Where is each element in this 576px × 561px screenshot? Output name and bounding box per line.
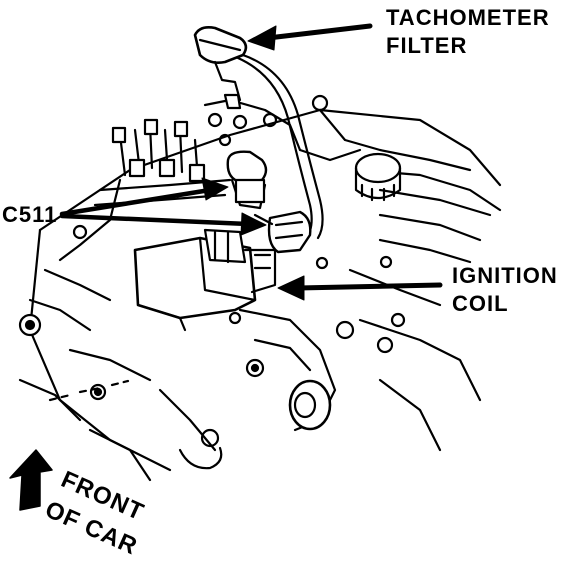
dashed-hose	[48, 379, 130, 402]
front-arrow-icon	[9, 449, 53, 511]
engine-block	[18, 108, 502, 482]
ignition-coil-label: IGNITION	[452, 263, 558, 288]
ignition-coil	[133, 228, 277, 332]
callout-arrows	[9, 23, 443, 511]
lower-bracket	[18, 224, 406, 470]
c511-label: C511	[2, 202, 58, 227]
spark-plug-wires	[93, 118, 232, 207]
tachometer-filter-label-2: FILTER	[386, 33, 468, 58]
ignition-coil-label-2: COIL	[452, 291, 509, 316]
c511-connector	[226, 150, 312, 254]
tachometer-filter-label: TACHOMETER	[386, 5, 550, 30]
oil-filler-cap	[354, 152, 402, 202]
intake-manifold	[203, 94, 362, 162]
tachometer-filter	[193, 26, 324, 242]
